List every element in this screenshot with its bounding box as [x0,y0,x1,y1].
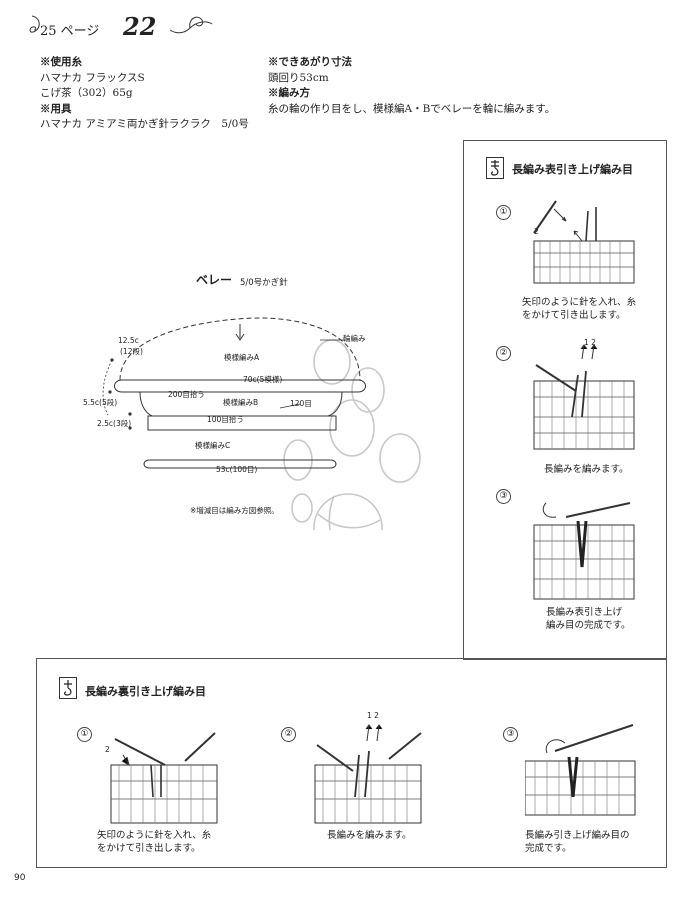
back-step3-caption: 長編み引き上げ編み目の 完成です。 [525,830,630,854]
width-53-label: 53c(100目) [216,465,258,474]
stitches-120-label: 120目 [290,399,312,408]
tools-heading: ※用具 [40,102,72,115]
dim-top-rows: (12段) [120,347,143,356]
dim-top: 12.5c [118,336,139,345]
back-step1-number: ① [77,727,92,742]
back-step3-illustration [525,724,636,816]
front-step1-number: ① [496,205,511,220]
dim-bottom: 2.5c(3段) [97,419,132,428]
header-ornament-right [169,16,213,34]
info-right: ※できあがり寸法 頭回り53cm ※編み方 糸の輪の作り目をし、模様編A・Bでベ… [268,55,668,117]
pick-200-label: 200目拾う [168,390,205,399]
pick-100-label: 100目拾う [207,415,244,424]
yarn-color: こげ茶（302）65g [40,87,133,99]
back-step2-number: ② [281,727,296,742]
page-reference: 25 ページ [40,24,100,39]
diagram-note: ※増減目は編み方図参照。 [190,506,279,515]
diagram-hook: 5/0号かぎ針 [240,278,288,288]
dim-mid: 5.5c(5段) [83,398,118,407]
size-heading: ※できあがり寸法 [268,56,352,68]
header-ornament-left [29,15,40,33]
method-value: 糸の輪の作り目をし、模様編A・Bでベレーを輪に編みます。 [268,102,556,115]
front-post-title: 長編み表引き上げ編み目 [512,163,633,176]
back-step2-illustration [314,724,422,824]
front-step1-caption: 矢印のように針を入れ、糸 をかけて引き出します。 [522,297,637,321]
page-number: 90 [14,873,26,883]
front-step1-arrow-label: 2 [534,227,539,236]
beret-diagram [102,317,421,530]
yarn-heading: ※使用糸 [40,56,82,68]
front-step3-number: ③ [496,489,511,504]
back-step1-caption: 矢印のように針を入れ、糸 をかけて引き出します。 [97,830,212,854]
width-70-label: 70c(5模様) [243,375,283,384]
diagram-title: ベレー [196,273,233,287]
back-post-title: 長編み裏引き上げ編み目 [85,685,206,698]
size-value: 頭回り53cm [268,71,329,84]
front-step2-number: ② [496,346,511,361]
front-step2-caption: 長編みを編みます。 [544,464,629,475]
back-step1-arrow-label: 2 [105,745,110,754]
front-step2-arrow-label: 1 2 [584,338,596,347]
yarn-name: ハマナカ フラックスS [40,71,145,84]
front-step1-illustration [533,200,635,284]
front-step2-illustration [533,344,635,450]
front-step3-caption: 長編み表引き上げ 編み目の完成です。 [546,607,631,631]
cactus-illustration [283,339,421,530]
back-post-box: 長編み裏引き上げ編み目 ① 2 矢印のように針を入れ、糸 をかけて引き出します。… [36,658,667,868]
pattern-a-label: 模様編みA [224,353,260,362]
front-post-box: 長編み表引き上げ編み目 ① 2 矢印のように針を入れ、糸 をかけて引き出します。… [463,140,667,660]
edge-label: 輪編み [343,334,366,343]
item-number: 22 [123,12,157,41]
pattern-c-label: 模様編みC [195,441,231,450]
info-left: ※使用糸 ハマナカ フラックスS こげ茶（302）65g ※用具 ハマナカ アミ… [40,55,270,133]
back-step3-number: ③ [503,727,518,742]
front-step3-illustration [533,502,635,600]
back-post-symbol-icon [59,677,77,699]
back-step2-arrow-label: 1 2 [367,711,379,720]
tools-value: ハマナカ アミアミ両かぎ針ラクラク 5/0号 [40,118,249,130]
front-post-symbol-icon [486,157,504,179]
back-step1-illustration [110,732,218,824]
method-heading: ※編み方 [268,87,310,99]
pattern-b-label: 模様編みB [223,398,259,407]
back-step2-caption: 長編みを編みます。 [327,830,412,841]
